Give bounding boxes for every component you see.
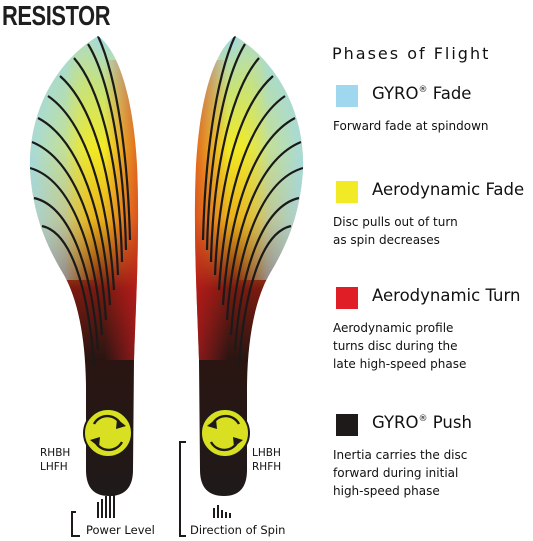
disc-title: RESISTOR bbox=[2, 0, 111, 31]
legend-item-desc: Aerodynamic profile turns disc during th… bbox=[333, 321, 467, 371]
legend-item-title: GYRO® Push bbox=[372, 413, 472, 432]
legend-heading: Phases of Flight bbox=[332, 44, 491, 63]
power-level-icon bbox=[71, 490, 115, 537]
gyro-fade-swatch bbox=[336, 85, 358, 107]
legend-item-desc: Forward fade at spindown bbox=[333, 119, 489, 133]
legend-item-title: Aerodynamic Fade bbox=[372, 180, 525, 199]
aero-fade-swatch bbox=[336, 181, 358, 203]
right-flight-label-top: LHBH bbox=[252, 447, 281, 459]
legend-item-title: Aerodynamic Turn bbox=[372, 286, 521, 305]
legend-item-desc: Inertia carries the disc forward during … bbox=[333, 448, 468, 498]
legend-item-desc: Disc pulls out of turn as spin decreases bbox=[333, 215, 458, 247]
legend-item-title: GYRO® Fade bbox=[372, 84, 472, 103]
direction-of-spin-icon bbox=[213, 505, 231, 518]
gyro-push-swatch bbox=[336, 414, 358, 436]
direction-of-spin-label: Direction of Spin bbox=[190, 523, 286, 537]
spin-disc-right bbox=[200, 408, 250, 458]
spin-disc-left bbox=[83, 408, 133, 458]
left-flight-label-top: RHBH bbox=[40, 447, 71, 459]
aero-turn-swatch bbox=[336, 287, 358, 309]
direction-bracket bbox=[179, 441, 186, 537]
right-flight-label-bottom: RHFH bbox=[252, 461, 282, 473]
power-level-label: Power Level bbox=[86, 523, 155, 537]
left-flight-label-bottom: LHFH bbox=[40, 461, 68, 473]
